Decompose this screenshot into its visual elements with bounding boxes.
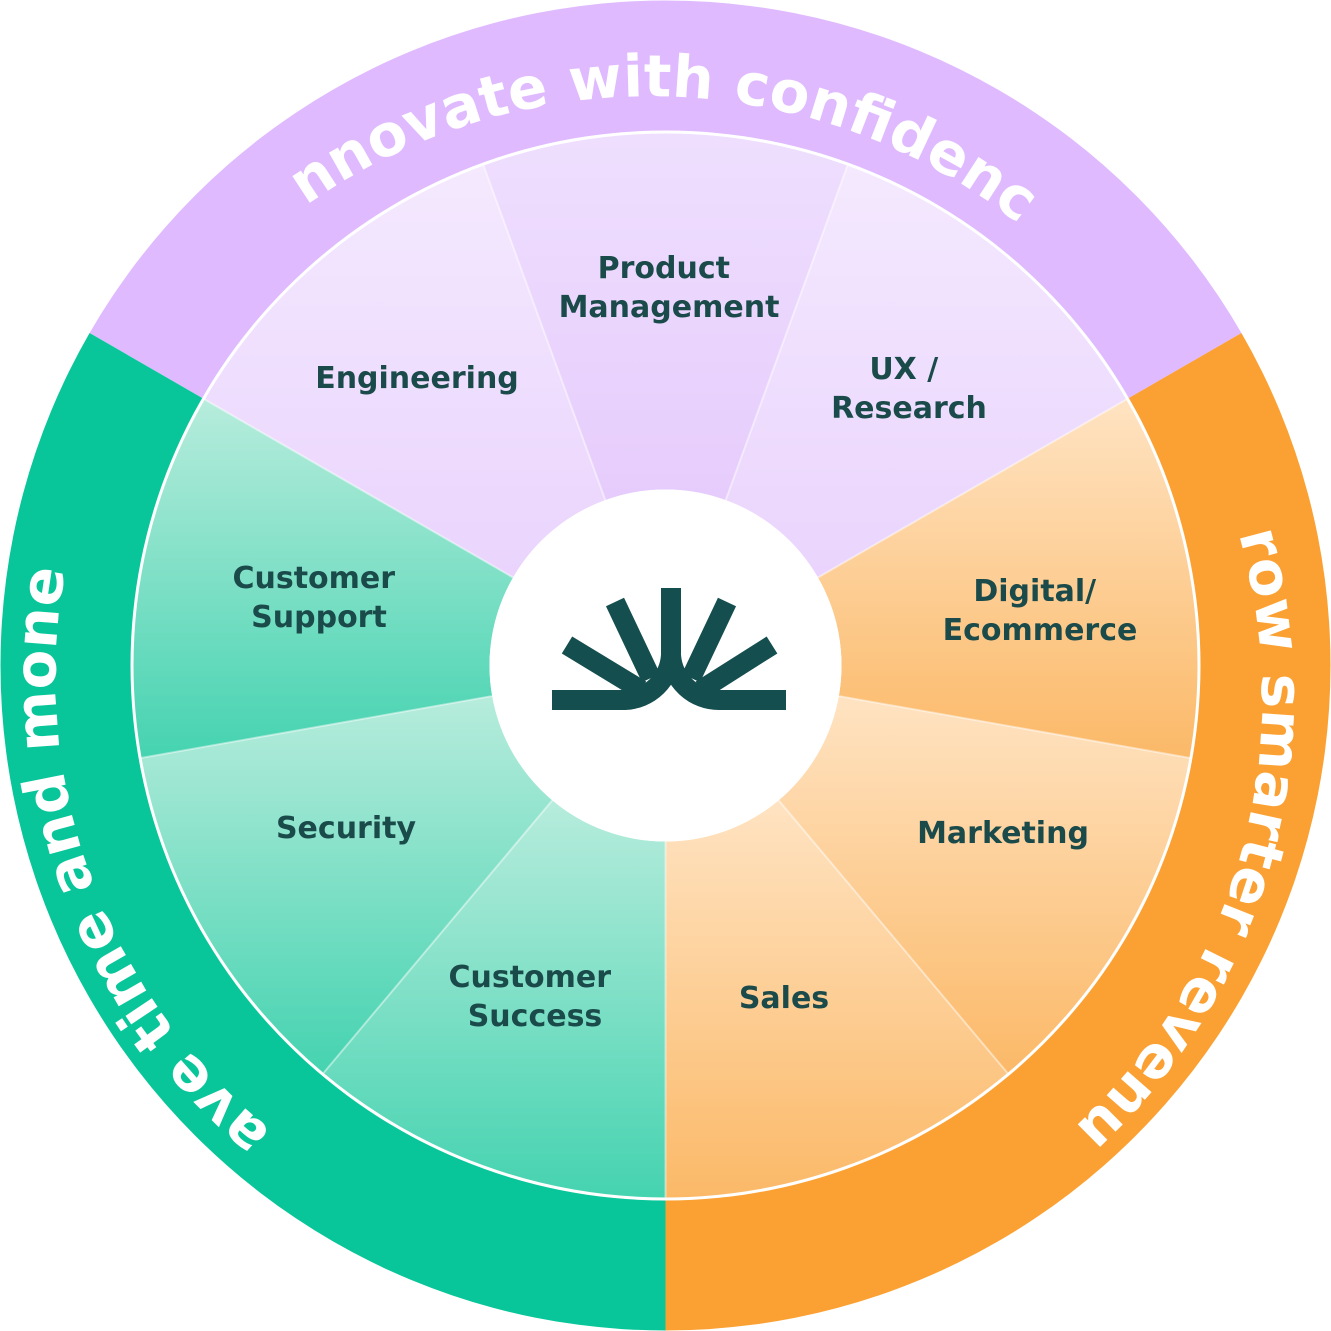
segment-label-customer-success: Customer Success (448, 960, 621, 1034)
segment-label-security: Security (276, 811, 417, 846)
segment-label-sales: Sales (739, 981, 829, 1016)
ring-band-grow (665, 333, 1331, 1331)
segment-separator (204, 398, 514, 579)
segment-label-ux-research: UX / Research (831, 352, 987, 426)
segment-sales (665, 800, 1008, 1198)
segment-separator (838, 695, 1190, 759)
segment-separator (777, 799, 1009, 1074)
segment-customer-support (133, 399, 514, 758)
segment-separator (322, 799, 554, 1074)
segment-separator (482, 165, 607, 501)
segment-product-management (483, 133, 848, 501)
segment-customer-success (323, 800, 666, 1198)
ring-band-save (0, 333, 666, 1331)
segment-security (141, 696, 553, 1074)
segment-separator (724, 165, 849, 501)
segment-labels: Engineering Product Management UX / Rese… (232, 251, 1137, 1034)
segment-label-engineering: Engineering (315, 361, 519, 396)
sunrise-logo-icon (552, 588, 786, 711)
segment-marketing (778, 696, 1190, 1074)
segment-label-customer-support: Customer Support (232, 561, 405, 635)
segment-label-product-management: Product Management (559, 251, 780, 325)
ring-band-innovate (89, 0, 1242, 401)
segment-label-digital-ecommerce: Digital/ Ecommerce (943, 574, 1138, 648)
segment-engineering (204, 165, 606, 578)
segment-separator (141, 695, 493, 759)
segment-ux-research (725, 165, 1127, 578)
segment-separator (817, 398, 1127, 579)
segment-label-marketing: Marketing (917, 816, 1089, 851)
segments (133, 133, 1198, 1198)
segment-digital-ecommerce (817, 399, 1198, 758)
separators (141, 165, 1190, 1198)
